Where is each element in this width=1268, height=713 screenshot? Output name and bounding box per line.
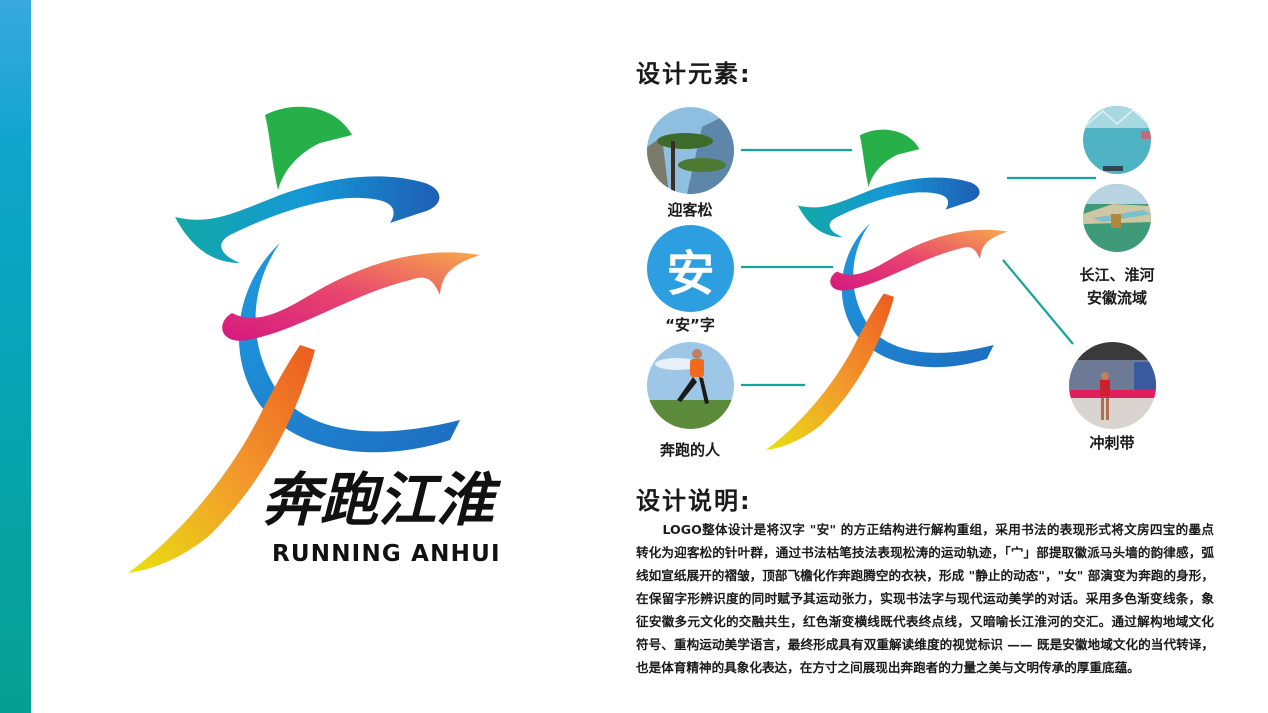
runner-label: 奔跑的人 xyxy=(659,441,721,459)
green-brush-dot xyxy=(265,106,352,190)
an-character-circle: 安 xyxy=(647,225,734,312)
blue-arc xyxy=(238,243,460,453)
logo-english-title: RUNNING ANHUI xyxy=(272,541,501,567)
side-accent-bar xyxy=(0,0,31,713)
an-character-glyph: 安 xyxy=(666,245,715,302)
elements-section-title: 设计元素: xyxy=(636,60,752,88)
runner-photo xyxy=(647,342,734,429)
finish-tape-label: 冲刺带 xyxy=(1089,434,1135,452)
rivers-label-line2: 安徽流域 xyxy=(1086,289,1148,307)
welcoming-pine-photo xyxy=(647,107,734,194)
huai-river-photo xyxy=(1083,184,1151,252)
annotated-logo-mark xyxy=(760,110,1035,470)
teal-blue-sweep xyxy=(175,176,440,263)
magenta-orange-stroke xyxy=(222,252,480,341)
pine-label: 迎客松 xyxy=(667,201,713,219)
svg-text:奔跑江淮: 奔跑江淮 xyxy=(262,466,502,534)
logo-chinese-title: 奔跑江淮 xyxy=(262,452,502,538)
orange-yellow-leg xyxy=(128,345,315,573)
yangtze-river-photo xyxy=(1083,106,1151,174)
description-paragraph: LOGO整体设计是将汉字 "安" 的方正结构进行解构重组，采用书法的表现形式将文… xyxy=(636,522,1214,675)
an-label: “安”字 xyxy=(665,316,715,334)
main-logo-mark xyxy=(120,95,520,585)
description-section-title: 设计说明: xyxy=(636,487,752,515)
finish-tape-photo xyxy=(1069,342,1156,429)
rivers-label-line1: 长江、淮河 xyxy=(1079,266,1155,284)
